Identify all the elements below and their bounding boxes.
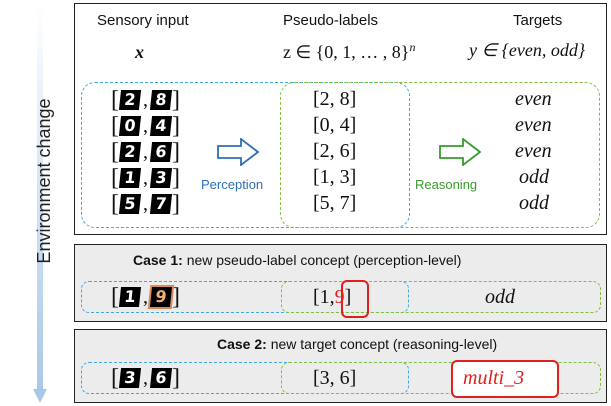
- digit-image: 1: [118, 168, 142, 188]
- digit-image: 8: [149, 90, 173, 110]
- case1-pseudo-label: [1,9]: [313, 286, 352, 308]
- digit-image: 2: [118, 142, 142, 162]
- input-row: [2,6]: [111, 139, 180, 165]
- perception-label: Perception: [201, 177, 264, 192]
- case1-target-label: odd: [485, 286, 515, 308]
- target-label: odd: [519, 192, 549, 214]
- header-targets: Targets: [513, 12, 563, 29]
- pseudo-label: [0, 4]: [313, 114, 357, 136]
- main-panel: Sensory input Pseudo-labels Targets x z …: [74, 3, 607, 235]
- header-sensory-input: Sensory input: [97, 12, 189, 29]
- symbol-y: y ∈ {even, odd}: [469, 40, 586, 60]
- case2-target-label: multi_3: [463, 367, 525, 389]
- digit-image: 5: [118, 194, 142, 214]
- symbol-z: z ∈ {0, 1, … , 8}n: [283, 40, 416, 62]
- digit-image: 1: [118, 287, 142, 307]
- digit-image: 4: [149, 116, 173, 136]
- pseudo-label: [5, 7]: [313, 192, 357, 214]
- input-row: [1,3]: [111, 165, 180, 191]
- digit-image: 7: [149, 194, 173, 214]
- case2-pseudo-label: [3, 6]: [313, 367, 357, 389]
- case1-panel: Case 1: new pseudo-label concept (percep…: [74, 244, 607, 322]
- case2-perception-region: [81, 362, 409, 394]
- reasoning-region: [280, 82, 600, 228]
- target-label: odd: [519, 166, 549, 188]
- case2-highlight-box: [451, 360, 559, 398]
- case2-panel: Case 2: new target concept (reasoning-le…: [74, 329, 607, 403]
- digit-image: 2: [118, 90, 142, 110]
- pseudo-label: [2, 8]: [313, 88, 357, 110]
- target-label: even: [515, 140, 552, 162]
- pseudo-label: [2, 6]: [313, 140, 357, 162]
- digit-image: 6: [149, 142, 173, 162]
- digit-image: 3: [149, 168, 173, 188]
- digit-image: 0: [118, 116, 142, 136]
- header-pseudo-labels: Pseudo-labels: [283, 12, 379, 29]
- digit-image: 3: [118, 368, 142, 388]
- environment-change-arrow: [33, 3, 47, 403]
- case1-perception-region: [81, 281, 409, 313]
- input-row: [0,4]: [111, 113, 180, 139]
- symbol-x: x: [135, 42, 144, 62]
- case1-highlight-box: [341, 280, 369, 318]
- case2-caption: Case 2: new target concept (reasoning-le…: [217, 336, 498, 352]
- reasoning-label: Reasoning: [415, 177, 478, 192]
- case2-input-row: [3,6]: [111, 365, 180, 391]
- case2-reasoning-region: [281, 362, 601, 394]
- pseudo-label: [1, 3]: [313, 166, 357, 188]
- case1-input-row: [1,9]: [111, 284, 180, 310]
- novel-digit-image: 9: [149, 287, 173, 307]
- case1-reasoning-region: [281, 281, 601, 313]
- perception-region: [81, 82, 410, 228]
- perception-arrow-icon: [217, 138, 259, 166]
- input-row: [5,7]: [111, 191, 180, 217]
- reasoning-arrow-icon: [439, 138, 481, 166]
- environment-change-label: Environment change: [34, 98, 54, 264]
- target-label: even: [515, 88, 552, 110]
- digit-image: 6: [149, 368, 173, 388]
- case1-caption: Case 1: new pseudo-label concept (percep…: [133, 252, 462, 268]
- target-label: even: [515, 114, 552, 136]
- input-row: [2,8]: [111, 87, 180, 113]
